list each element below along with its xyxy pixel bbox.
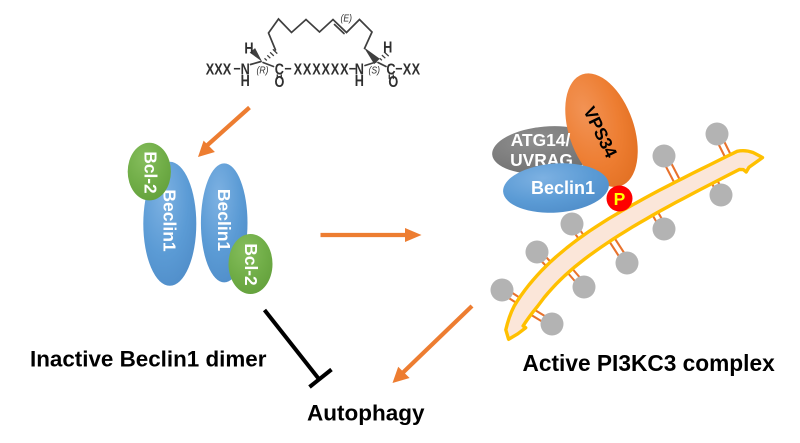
- svg-text:Bcl-2: Bcl-2: [140, 151, 160, 193]
- svg-text:Active PI3KC3 complex: Active PI3KC3 complex: [523, 350, 776, 376]
- svg-text:Beclin1: Beclin1: [531, 178, 595, 198]
- svg-text:(R): (R): [257, 65, 269, 77]
- svg-text:XX: XX: [403, 61, 421, 78]
- svg-text:O: O: [388, 74, 398, 91]
- svg-text:O: O: [275, 74, 285, 91]
- svg-text:XXXXXX: XXXXXX: [294, 61, 350, 78]
- svg-text:Autophagy: Autophagy: [307, 401, 425, 426]
- svg-text:Bcl-2: Bcl-2: [241, 243, 261, 285]
- svg-text:C: C: [386, 61, 395, 78]
- svg-text:N: N: [241, 61, 250, 78]
- svg-text:C: C: [275, 61, 284, 78]
- svg-text:–: –: [349, 60, 356, 77]
- svg-text:H: H: [241, 73, 250, 90]
- svg-text:N: N: [355, 61, 364, 78]
- svg-text:ATG14/: ATG14/: [511, 130, 571, 150]
- svg-text:Beclin1: Beclin1: [160, 189, 180, 252]
- svg-text:H: H: [244, 40, 253, 57]
- svg-text:XXX: XXX: [206, 61, 232, 78]
- svg-text:(E): (E): [341, 13, 352, 25]
- svg-text:–: –: [284, 60, 291, 77]
- svg-text:–: –: [233, 60, 240, 77]
- svg-text:–: –: [395, 60, 402, 77]
- svg-text:H: H: [355, 73, 364, 90]
- svg-text:(S): (S): [369, 65, 380, 77]
- svg-text:P: P: [614, 189, 626, 209]
- svg-text:Inactive Beclin1 dimer: Inactive Beclin1 dimer: [30, 347, 267, 372]
- svg-text:H: H: [383, 39, 392, 56]
- svg-text:Beclin1: Beclin1: [214, 189, 234, 252]
